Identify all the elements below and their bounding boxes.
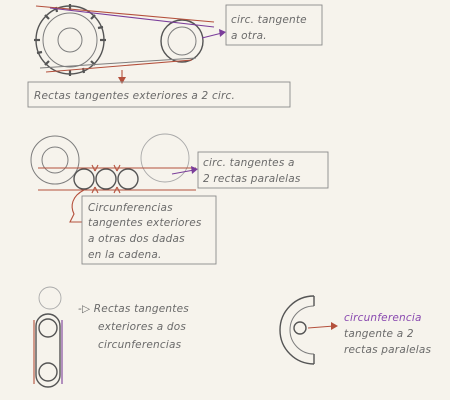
- tangency-marks: [91, 164, 121, 194]
- big-left-inner: [41, 146, 69, 174]
- arrow-head-1: [219, 29, 226, 37]
- note5-line1: -▷ Rectas tangentes: [78, 303, 189, 315]
- note3-line2: 2 rectas paralelas: [203, 173, 301, 185]
- note1-line1: circ. tangente: [231, 14, 307, 26]
- arrow-line-6: [307, 325, 335, 329]
- sketch-circle-parallels: [279, 295, 338, 365]
- note2-line1: Rectas tangentes exteriores a 2 circ.: [34, 90, 235, 102]
- upper-circle: [38, 318, 58, 338]
- note4-box: [81, 195, 217, 265]
- note1-box: [225, 4, 323, 46]
- arrow-line-3: [171, 169, 195, 175]
- note6-line3: rectas paralelas: [344, 344, 431, 356]
- chain-top-purple: [49, 7, 215, 28]
- arrow-head-2: [118, 77, 126, 84]
- note6-line1: circunferencia: [344, 312, 422, 324]
- note4-line1: Circunferencias: [88, 202, 173, 214]
- note4-line4: en la cadena.: [88, 249, 162, 261]
- big-left-circle: [30, 135, 80, 185]
- note2-box: [27, 81, 291, 108]
- note4-line2: tangentes exteriores: [88, 217, 202, 229]
- loop-top: [35, 313, 61, 327]
- loop-bottom: [35, 374, 61, 388]
- small-gear-inner: [167, 26, 197, 56]
- chain-circle-1: [73, 168, 95, 190]
- sketch-circle-chain: [30, 133, 198, 223]
- chain-circle-2: [95, 168, 117, 190]
- note6-line2: tangente a 2: [344, 328, 414, 340]
- arrow-line-1: [201, 32, 223, 39]
- note4-line3: a otras dos dadas: [88, 233, 185, 245]
- note3-box: [197, 151, 329, 189]
- tangent-small-circle: [293, 321, 307, 335]
- u-outer: [279, 295, 315, 365]
- note1-line2: a otra.: [231, 30, 267, 42]
- gear-inner: [42, 12, 98, 68]
- big-right-circle: [140, 133, 190, 183]
- gear-teeth: [34, 4, 106, 76]
- lower-circle: [38, 362, 58, 382]
- chain-circle-3: [117, 168, 139, 190]
- u-inner: [289, 305, 315, 355]
- arrow-head-3: [191, 166, 198, 174]
- bracket-to-note4: [69, 189, 85, 223]
- note5-line2: exteriores a dos: [98, 321, 186, 333]
- arrow-head-6: [331, 322, 338, 330]
- sketch-gear-chain: [34, 4, 226, 84]
- small-gear: [160, 19, 204, 63]
- gear-ring: [57, 27, 83, 53]
- sketch-exterior-tangents: [33, 286, 63, 388]
- note5-line3: circunferencias: [98, 339, 182, 351]
- chain-bottom: [45, 59, 193, 73]
- note3-line1: circ. tangentes a: [203, 157, 295, 169]
- chain-top-red: [35, 5, 215, 23]
- chain-bottom-2: [39, 57, 197, 69]
- top-small-circle: [38, 286, 62, 310]
